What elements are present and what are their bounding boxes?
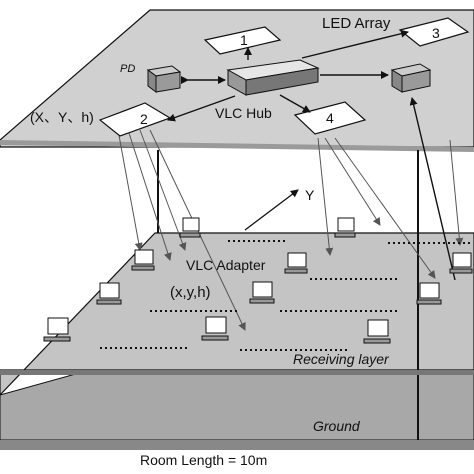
terminal xyxy=(96,282,122,305)
svg-text:3: 3 xyxy=(432,25,440,41)
led-panel-3: 3 xyxy=(398,17,470,47)
terminal xyxy=(363,319,391,344)
vlc-hub-label: VLC Hub xyxy=(215,105,272,121)
terminal xyxy=(179,217,201,238)
ceiling-coordinate-label: (X、Y、h) xyxy=(30,109,94,125)
ground-slab xyxy=(0,369,474,450)
vlc-hub-device xyxy=(226,59,320,96)
terminal xyxy=(284,252,308,274)
room-length-label: Room Length = 10m xyxy=(140,452,267,468)
svg-text:4: 4 xyxy=(326,110,334,126)
pd-device-right xyxy=(390,63,432,93)
terminal-ellipsis xyxy=(100,240,470,351)
vlc-adapter-label: VLC Adapter xyxy=(186,257,266,273)
receiving-layer-label: Receiving layer xyxy=(293,351,390,367)
led-panel-1: 1 xyxy=(203,26,282,55)
terminal xyxy=(334,217,356,238)
uplink-arrow xyxy=(409,97,456,281)
pd-label: PD xyxy=(120,63,135,75)
terminal xyxy=(416,282,442,305)
terminal xyxy=(201,316,229,341)
led-panel-4: 4 xyxy=(293,101,367,135)
terminal xyxy=(131,249,155,271)
y-axis-arrow: Y xyxy=(244,187,315,231)
hub-links xyxy=(167,29,409,122)
svg-text:Y: Y xyxy=(305,187,315,203)
pd-device-left xyxy=(146,65,182,93)
terminal xyxy=(449,252,473,274)
svg-text:1: 1 xyxy=(240,32,248,48)
led-array-label: LED Array xyxy=(322,15,391,32)
room-pillars xyxy=(157,150,419,440)
terminal xyxy=(43,317,71,342)
terminal xyxy=(249,281,275,304)
adapter-coordinate-label: (x,y,h) xyxy=(170,284,211,301)
ground-label: Ground xyxy=(313,418,361,434)
receiver-terminals xyxy=(43,217,473,344)
svg-text:2: 2 xyxy=(140,111,148,127)
